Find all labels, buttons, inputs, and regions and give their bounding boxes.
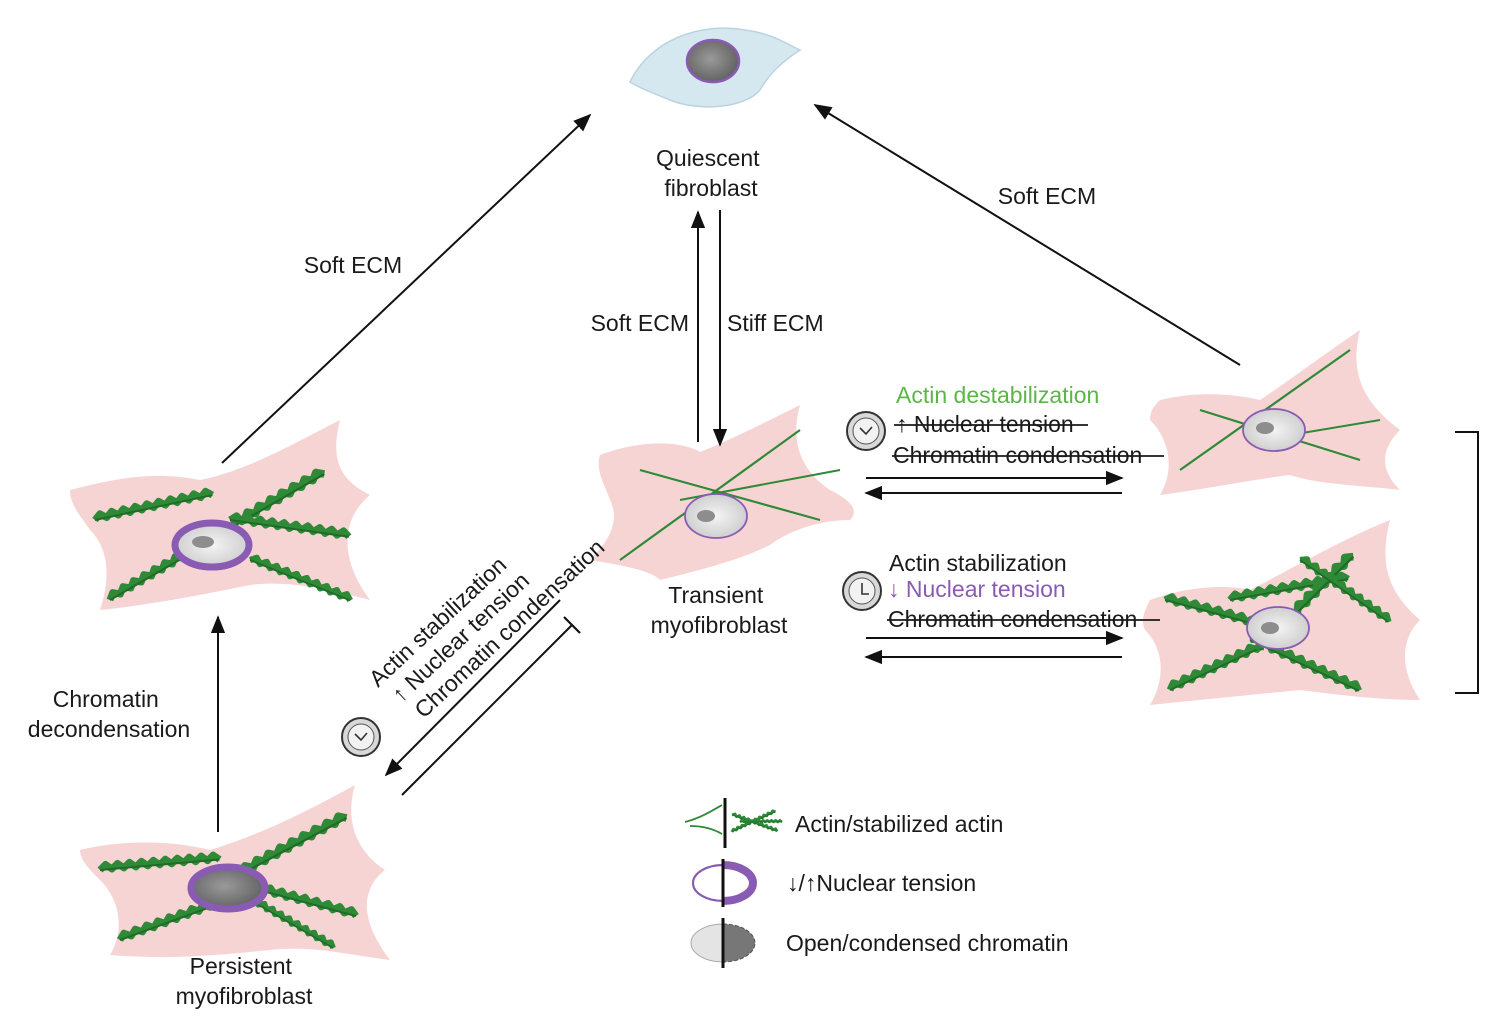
clock-icon: [846, 411, 886, 451]
arrow-label-chromatin-decondensation: Chromatin decondensation: [28, 686, 190, 742]
stabilized-myofibroblast-cell-left: [70, 420, 370, 610]
legend: Actin/stabilized actin ↓/↑Nuclear tensio…: [684, 798, 1069, 968]
arrow-transient-to-persistent: [384, 599, 561, 777]
persistent-myofibroblast-cell: [80, 785, 390, 960]
inhibit-bar: [563, 616, 581, 634]
lower-actin-stabilization: Actin stabilization: [889, 550, 1067, 576]
destabilized-myofibroblast-cell-right: [1150, 330, 1400, 495]
diagonal-text-block: Actin stabilization ↑ Nuclear tension Ch…: [364, 534, 610, 723]
transient-label: Transient myofibroblast: [651, 582, 788, 638]
upper-nuclear-tension: ↑ Nuclear tension: [896, 411, 1074, 437]
persistent-label: Persistent myofibroblast: [176, 953, 313, 1009]
quiescent-label: Quiescent fibroblast: [656, 145, 766, 201]
clock-icon: [842, 571, 882, 611]
right-bracket: [1455, 431, 1479, 694]
stabilized-low-tension-cell-right: [1142, 520, 1420, 705]
arrow-right-to-quiescent: [813, 104, 1241, 366]
arrow-label-soft-ecm-left: Soft ECM: [304, 252, 402, 278]
arrow-label-stiff-ecm: Stiff ECM: [727, 310, 824, 336]
legend-actin-icon: [684, 798, 784, 848]
legend-chromatin-icon: [690, 918, 756, 968]
legend-chromatin-label: Open/condensed chromatin: [786, 930, 1069, 956]
lower-nuclear-tension: ↓ Nuclear tension: [888, 576, 1066, 602]
transient-myofibroblast-cell: [590, 405, 854, 580]
clock-icon: [341, 717, 381, 757]
lower-chromatin-condensation: Chromatin condensation: [888, 606, 1137, 632]
upper-chromatin-condensation: Chromatin condensation: [893, 442, 1142, 468]
legend-actin-label: Actin/stabilized actin: [795, 811, 1003, 837]
legend-nuclear-tension-icon: [691, 859, 757, 907]
arrow-persistent-to-quiescent: [221, 113, 592, 464]
arrow-label-soft-ecm-center: Soft ECM: [591, 310, 689, 336]
upper-actin-destabilization: Actin destabilization: [896, 382, 1099, 408]
quiescent-fibroblast-cell: [629, 27, 802, 108]
legend-nuclear-tension-label: ↓/↑Nuclear tension: [787, 870, 976, 896]
arrow-label-soft-ecm-right: Soft ECM: [998, 183, 1096, 209]
inhibit-persistent-to-transient: [401, 624, 573, 796]
